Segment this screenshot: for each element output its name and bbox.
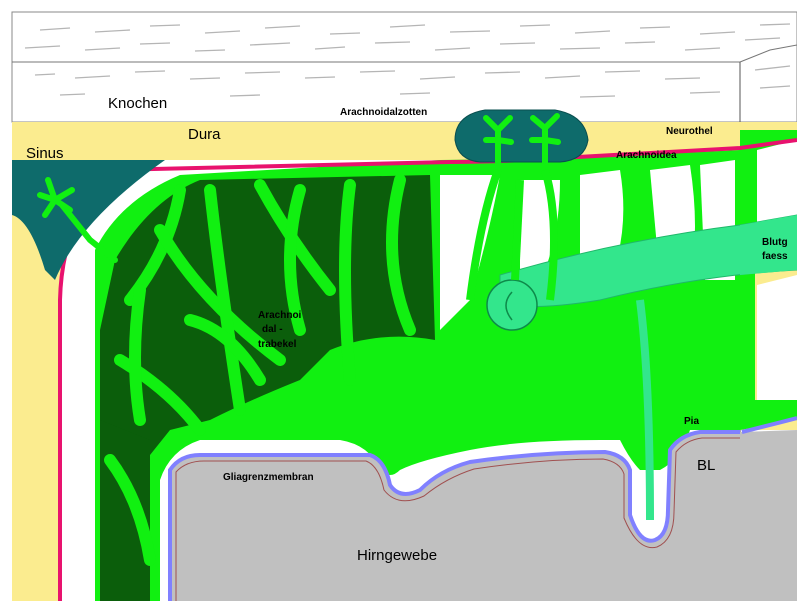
label-knochen: Knochen: [108, 95, 167, 112]
label-blutgefaess-1: Blutg: [762, 237, 788, 248]
right-white-gap-lower: [757, 275, 797, 400]
label-pia: Pia: [684, 416, 699, 427]
label-arachnoidalzotten: Arachnoidalzotten: [340, 107, 427, 118]
label-blutgefaess-2: faess: [762, 251, 788, 262]
arachnoid-granulation: [455, 110, 588, 162]
label-gliagrenzmembran: Gliagrenzmembran: [223, 472, 314, 483]
label-sinus: Sinus: [26, 145, 64, 162]
label-bl: BL: [697, 457, 715, 474]
label-trabekel-3: trabekel: [258, 339, 297, 350]
label-trabekel-2: dal -: [262, 324, 283, 335]
label-trabekel-1: Arachnoi: [258, 310, 302, 321]
label-arachnoidea: Arachnoidea: [616, 150, 677, 161]
label-hirngewebe: Hirngewebe: [357, 547, 437, 564]
label-dura: Dura: [188, 126, 221, 143]
vessel-cross-section: [487, 280, 537, 330]
label-neurothel: Neurothel: [666, 126, 713, 137]
